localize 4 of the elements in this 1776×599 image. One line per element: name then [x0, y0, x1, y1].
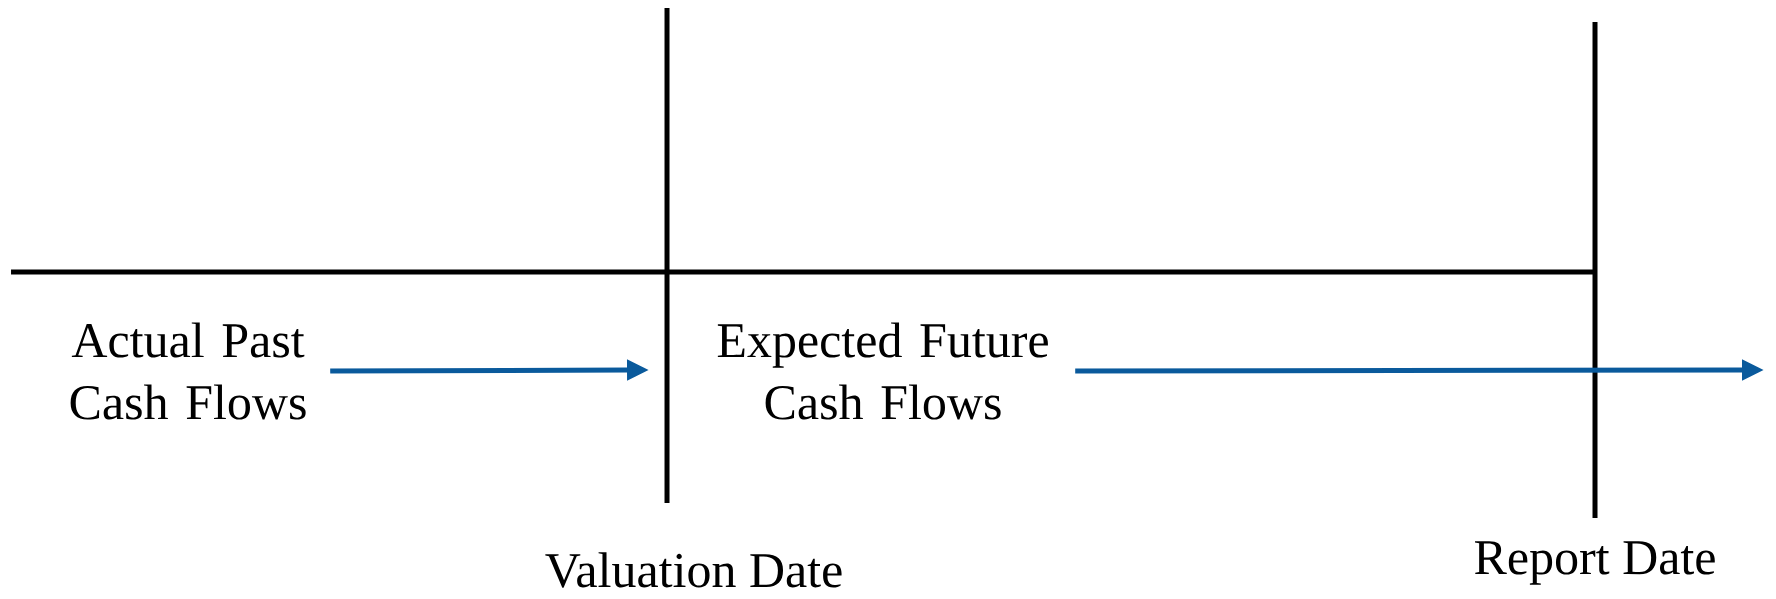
text-label: Expected Future Cash Flows [717, 322, 1048, 420]
date-label: Valuation Date [545, 552, 842, 588]
text-label: Actual Past Cash Flows [70, 322, 306, 420]
date-label: Report Date [1474, 541, 1715, 585]
